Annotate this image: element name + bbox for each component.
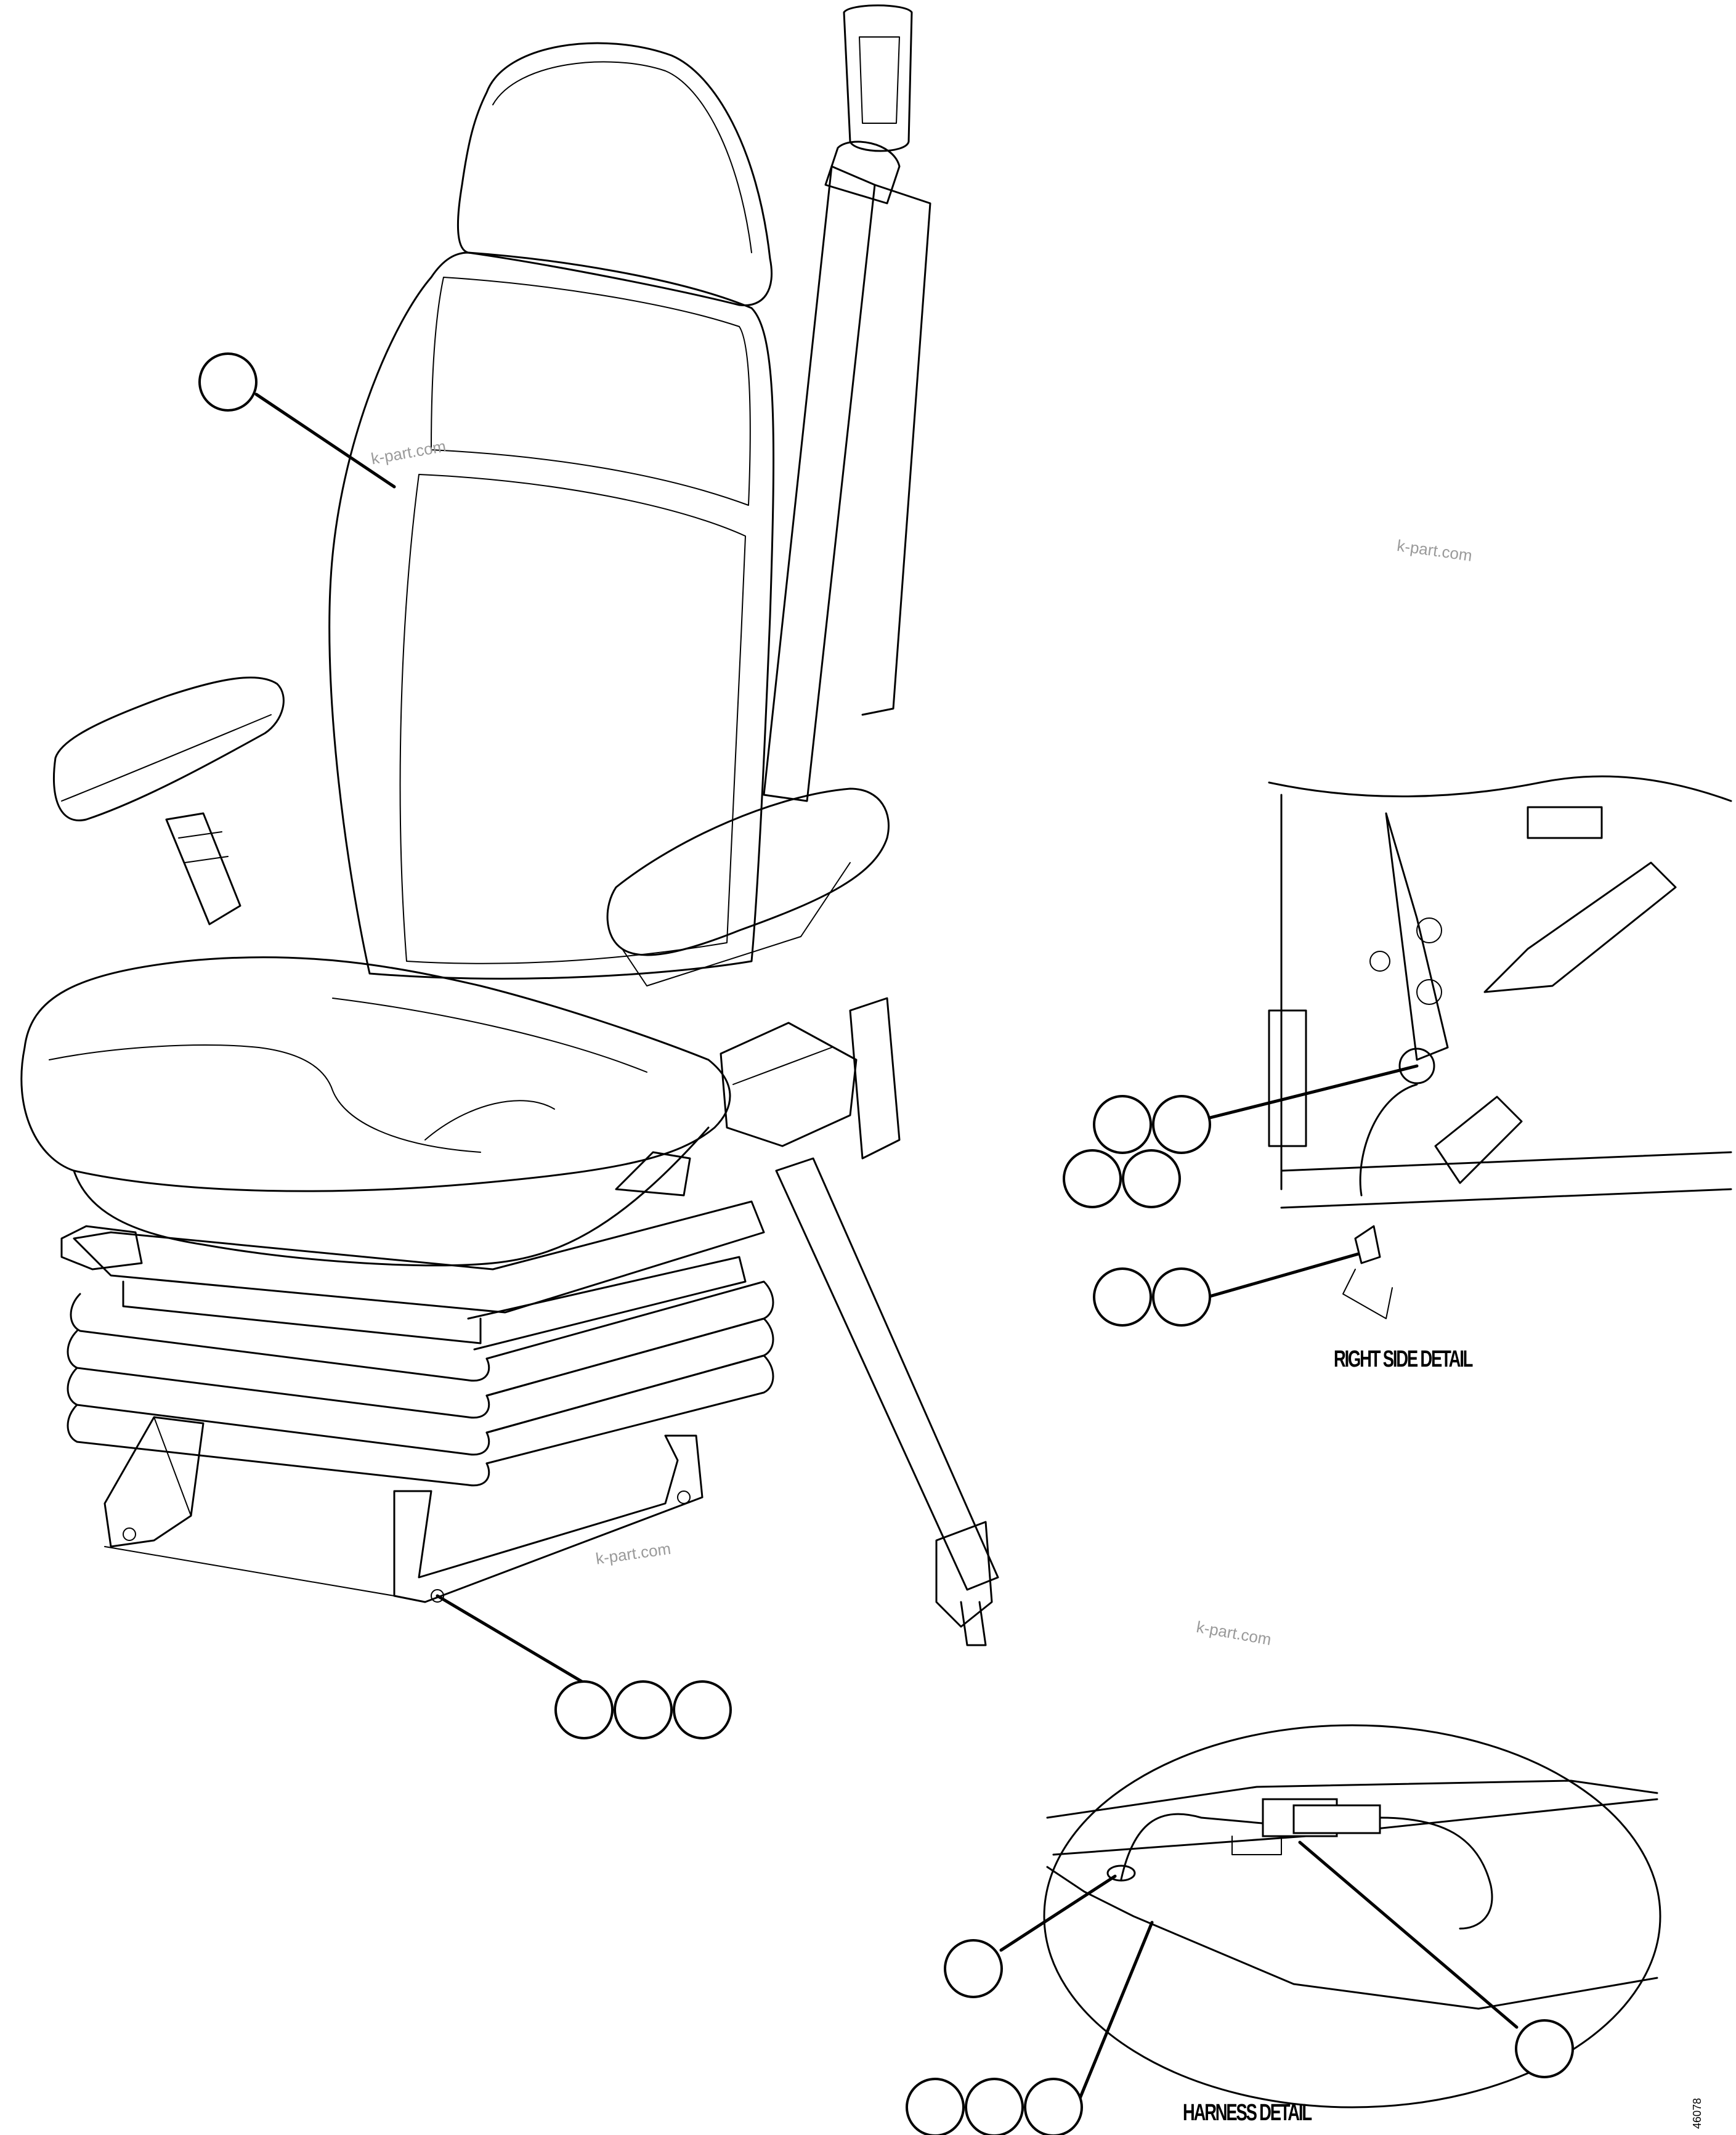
belt-buckle <box>720 1022 858 1147</box>
right-armrest <box>606 787 890 956</box>
belt-lap-strap <box>775 1157 999 1591</box>
harness-detail <box>1043 1724 1661 2109</box>
callout-harness-clip <box>944 1939 1003 1998</box>
seat-assembly <box>20 42 775 1603</box>
headrest <box>456 42 773 307</box>
callout-right-side-upper-3 <box>1063 1149 1122 1208</box>
callout-backrest <box>198 352 258 412</box>
suspension-bellows <box>67 1280 774 1487</box>
belt-upper-anchor <box>843 4 913 152</box>
left-armrest <box>52 677 285 821</box>
belt-shoulder-strap <box>763 165 876 802</box>
right-side-detail-caption: RIGHT SIDE DETAIL <box>1334 1346 1473 1372</box>
figure-code: 46078 <box>1691 2097 1703 2129</box>
seat-belt <box>606 4 999 1646</box>
callout-right-side-lower-1 <box>1093 1267 1152 1327</box>
callout-harness-wire-1 <box>906 2078 965 2135</box>
seat-frame <box>73 1200 765 1314</box>
base-rail-front <box>393 1434 704 1603</box>
callout-base-mount-3 <box>673 1680 732 1739</box>
harness-detail-caption: HARNESS DETAIL <box>1183 2100 1312 2126</box>
callouts <box>198 352 1574 2135</box>
harness-detail-frame <box>1043 1724 1661 2109</box>
callout-harness-connector <box>1515 2019 1574 2078</box>
callout-right-side-upper-1 <box>1093 1095 1152 1154</box>
callout-right-side-upper-2 <box>1152 1095 1211 1154</box>
callout-right-side-upper-4 <box>1122 1149 1181 1208</box>
callout-harness-wire-2 <box>965 2078 1024 2135</box>
callout-harness-wire-3 <box>1024 2078 1083 2135</box>
base-rail-left <box>103 1416 205 1548</box>
callout-base-mount-1 <box>554 1680 614 1739</box>
leader-lines <box>254 392 1519 2112</box>
callout-base-mount-2 <box>614 1680 673 1739</box>
backrest <box>328 251 775 980</box>
right-side-detail <box>1268 775 1732 1319</box>
callout-right-side-lower-2 <box>1152 1267 1211 1327</box>
seat-cushion <box>20 956 731 1192</box>
